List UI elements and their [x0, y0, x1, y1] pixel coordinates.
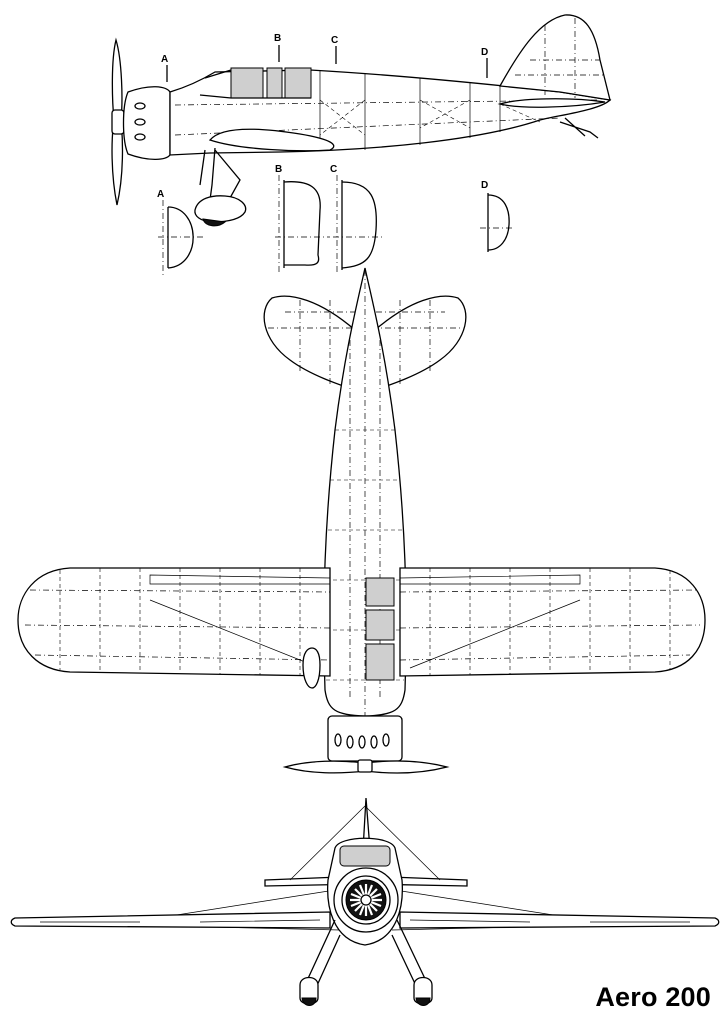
- front-view: [10, 797, 720, 1006]
- section-d: [487, 194, 510, 251]
- front-landing-gear: [304, 919, 429, 991]
- section-label-b: B: [274, 33, 281, 44]
- top-cabin-window-2: [365, 609, 395, 641]
- top-view: [17, 267, 706, 774]
- front-wing: [10, 911, 720, 929]
- section-c: [341, 181, 377, 269]
- front-canopy: [339, 845, 391, 867]
- section-label-a-2: A: [157, 189, 164, 200]
- section-label-b-2: B: [275, 164, 282, 175]
- side-wing: [208, 128, 335, 152]
- top-tailplane-left: [263, 295, 356, 391]
- section-a: [167, 206, 194, 269]
- side-cabin-window-3: [284, 67, 312, 99]
- top-tailplane-right: [374, 295, 467, 391]
- side-wheel-spat: [194, 195, 247, 223]
- cross-sections: A B C D: [157, 164, 515, 278]
- top-cabin-window-1: [365, 577, 395, 607]
- top-wheel-spat: [302, 647, 321, 689]
- drawing-title: Aero 200: [595, 982, 711, 1012]
- side-tail-skid: [559, 117, 599, 139]
- side-landing-gear: [199, 147, 241, 201]
- section-b: [283, 181, 321, 266]
- top-wing-right: [399, 567, 706, 677]
- side-fin: [498, 14, 611, 101]
- front-wheel-right: [413, 976, 433, 1005]
- section-label-a: A: [161, 54, 168, 65]
- side-cabin-window-2: [266, 67, 283, 99]
- side-cabin-window-1: [230, 67, 264, 99]
- top-wing-left: [17, 567, 331, 677]
- side-view: A B C D: [111, 14, 612, 227]
- section-label-c: C: [331, 35, 338, 46]
- section-label-d-2: D: [481, 180, 488, 191]
- side-prop-hub: [111, 109, 125, 135]
- section-label-d: D: [481, 47, 488, 58]
- side-tailplane: [497, 98, 606, 108]
- top-cabin-window-3: [365, 643, 395, 681]
- side-cowling: [122, 86, 171, 161]
- section-label-c-2: C: [330, 164, 337, 175]
- front-wheel-left: [299, 976, 319, 1005]
